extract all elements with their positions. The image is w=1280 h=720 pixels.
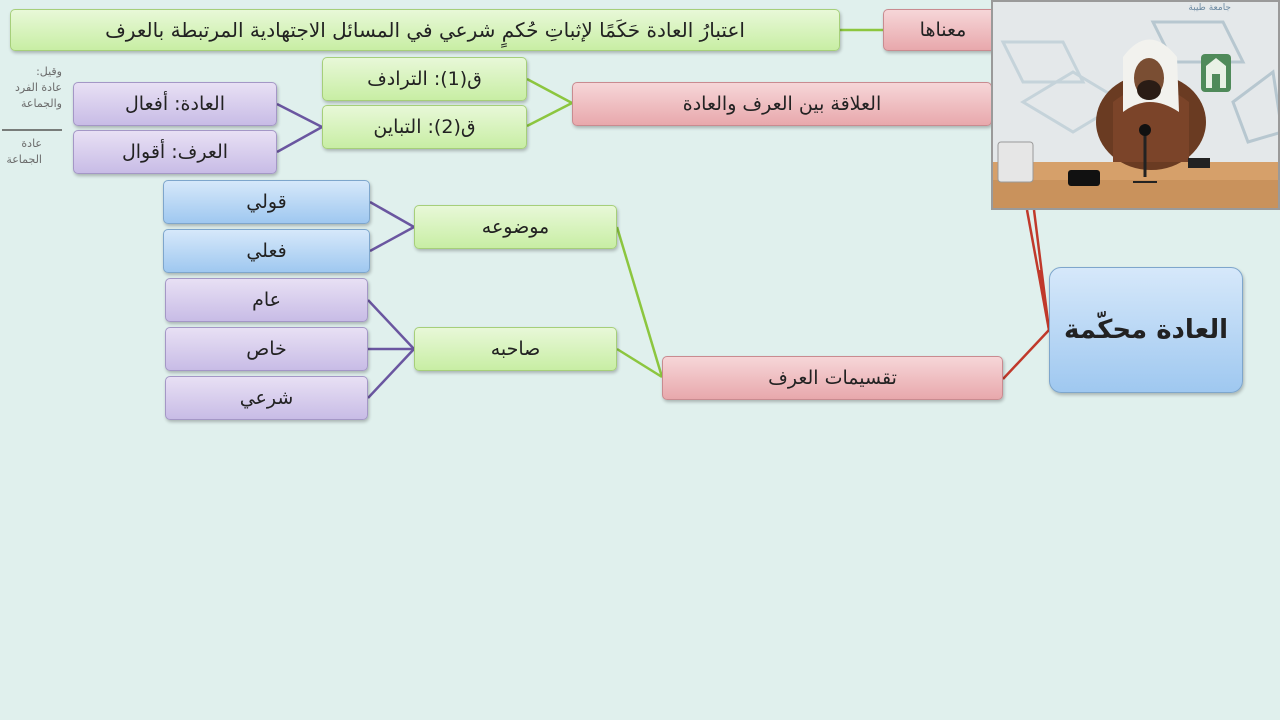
side-note-2: عادة الجماعة — [6, 137, 42, 166]
synonym-box: ق(1): الترادف — [322, 57, 527, 101]
definition-text: اعتبارُ العادة حَكَمًا لإثباتِ حُكمٍ شرع… — [105, 18, 745, 42]
logo-text: جامعة طيبة — [1188, 3, 1231, 13]
connector — [1039, 269, 1050, 331]
legal-text: شرعي — [239, 387, 294, 409]
connector — [276, 102, 323, 129]
meaning-box: معناها — [883, 9, 1003, 51]
practical-text: فعلي — [246, 240, 287, 262]
owner-box: صاحبه — [414, 327, 617, 371]
root-node: العادة محكّمة — [1049, 267, 1243, 393]
connector — [369, 225, 415, 253]
legal-box: شرعي — [165, 376, 368, 420]
video-overlay: جامعة طيبة — [991, 0, 1280, 210]
habit-acts-text: العادة: أفعال — [125, 93, 226, 115]
custom-words-box: العرف: أقوال — [73, 130, 277, 174]
general-text: عام — [252, 289, 281, 311]
divisions-text: تقسيمات العرف — [768, 367, 897, 389]
connector — [1002, 329, 1050, 380]
meaning-label: معناها — [919, 19, 967, 41]
habit-acts-box: العادة: أفعال — [73, 82, 277, 126]
subject-text: موضوعه — [481, 216, 550, 238]
definition-box: اعتبارُ العادة حَكَمًا لإثباتِ حُكمٍ شرع… — [10, 9, 840, 51]
general-box: عام — [165, 278, 368, 322]
specific-box: خاص — [165, 327, 368, 371]
connector — [367, 348, 415, 399]
root-text: العادة محكّمة — [1064, 315, 1229, 345]
distinction-box: ق(2): التباين — [322, 105, 527, 149]
specific-text: خاص — [246, 338, 287, 360]
connector — [526, 101, 573, 128]
practical-box: فعلي — [163, 229, 370, 273]
connector — [616, 347, 663, 379]
connector — [526, 77, 573, 105]
verbal-box: قولي — [163, 180, 370, 224]
connector — [367, 299, 415, 350]
connector — [615, 226, 664, 378]
speaker-video: جامعة طيبة — [993, 2, 1278, 208]
synonym-text: ق(1): الترادف — [367, 68, 482, 90]
connector — [276, 125, 323, 154]
side-note-1: وقيل: عادة الفرد والجماعة — [14, 65, 62, 110]
divisions-box: تقسيمات العرف — [662, 356, 1003, 400]
connector — [369, 200, 415, 229]
distinction-text: ق(2): التباين — [373, 116, 476, 138]
custom-words-text: العرف: أقوال — [121, 141, 229, 163]
owner-text: صاحبه — [490, 338, 541, 360]
relation-text: العلاقة بين العرف والعادة — [682, 93, 882, 115]
subject-box: موضوعه — [414, 205, 617, 249]
relation-box: العلاقة بين العرف والعادة — [572, 82, 992, 126]
verbal-text: قولي — [246, 191, 287, 213]
